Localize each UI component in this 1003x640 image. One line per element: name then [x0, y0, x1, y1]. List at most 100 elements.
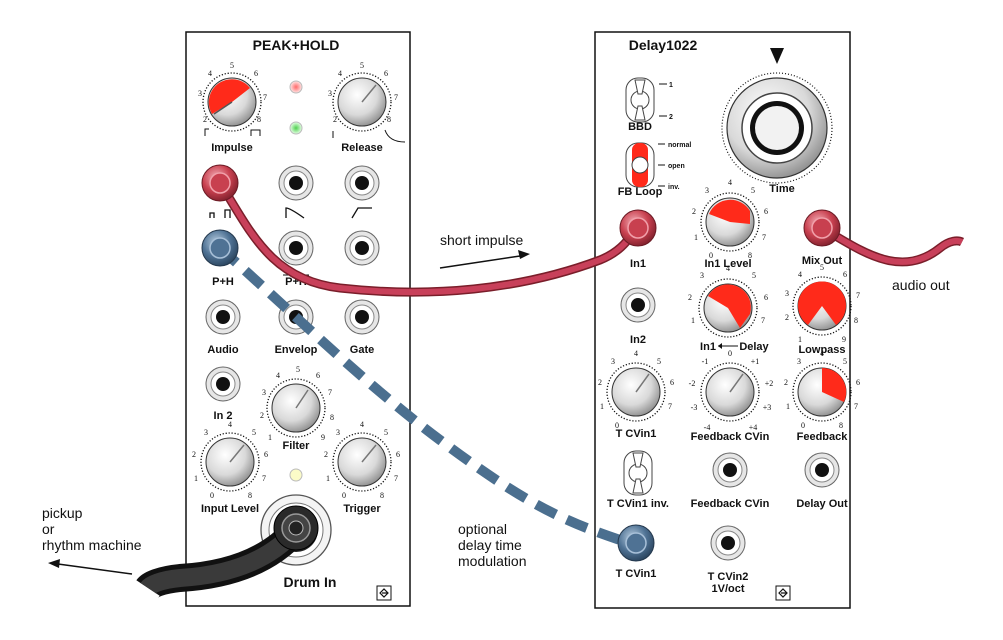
peak-hold-title: PEAK+HOLD [253, 37, 340, 53]
feedback-cvin-jack[interactable] [712, 452, 748, 488]
tick-label: 5 [843, 357, 847, 366]
tick-label: +4 [749, 423, 758, 432]
tick-label: 7 [761, 316, 765, 325]
tick-label: -1 [702, 357, 709, 366]
right-arrow-icon [518, 250, 530, 259]
tcvin2-jack[interactable] [710, 525, 746, 561]
jack[interactable] [278, 230, 314, 266]
tick-label: -2 [689, 379, 696, 388]
tcvin1-knob-label: T CVin1 [616, 428, 657, 440]
audio-label: Audio [207, 344, 238, 356]
jack[interactable] [344, 165, 380, 201]
release-label: Release [341, 142, 383, 154]
envelop-label: Envelop [275, 344, 318, 356]
tick-label: 5 [296, 365, 300, 374]
ph-label: P+H [212, 276, 234, 288]
bbd-opt-2: 2 [669, 114, 673, 121]
red-audio-cable [217, 181, 639, 296]
tick-label: 6 [316, 371, 320, 380]
tick-label: 8 [380, 491, 384, 500]
delay-title: Delay1022 [629, 37, 698, 53]
gate-jack[interactable] [344, 299, 380, 335]
bbd-switch[interactable] [625, 77, 655, 123]
filter-knob-ticks: 1 2 3 4 5 6 7 8 9 [260, 365, 334, 442]
input-level-knob[interactable] [200, 432, 260, 492]
fb-loop-label: FB Loop [618, 186, 663, 198]
in1-level-knob[interactable] [700, 192, 760, 252]
input-level-ticks: 0 1 2 3 4 5 6 7 8 [192, 420, 268, 500]
time-knob[interactable] [721, 72, 833, 184]
tick-label: 4 [208, 69, 212, 78]
tick-label: 2 [260, 411, 264, 420]
tcvin1-inv-switch[interactable] [623, 450, 653, 496]
tick-label: 4 [820, 349, 824, 358]
audio-jack[interactable] [205, 299, 241, 335]
jack[interactable] [278, 165, 314, 201]
delay-word-label: Delay [739, 341, 769, 353]
release-knob[interactable] [332, 72, 392, 132]
tick-label: 7 [328, 388, 332, 397]
tick-label: 3 [262, 388, 266, 397]
delay-out-jack[interactable] [804, 452, 840, 488]
tcvin1-knob[interactable] [606, 362, 666, 422]
tick-label: 8 [248, 491, 252, 500]
impulse-knob[interactable] [202, 72, 262, 132]
left-arrow-icon [48, 559, 60, 568]
tick-label: 4 [360, 420, 364, 429]
red-plug-mix-out[interactable] [803, 209, 841, 247]
in1-level-label: In1 Level [704, 258, 751, 270]
trigger-knob[interactable] [332, 432, 392, 492]
tick-label: 0 [709, 251, 713, 260]
tick-label: 6 [843, 270, 847, 279]
tick-label: 6 [764, 293, 768, 302]
in2-jack[interactable] [205, 366, 241, 402]
tick-label: 2 [333, 115, 337, 124]
fb-loop-switch[interactable] [625, 142, 655, 188]
feedback-cvin-knob[interactable] [700, 362, 760, 422]
jack-row-1 [278, 165, 380, 201]
fb-opt-inv: inv. [668, 184, 680, 191]
tick-label: 6 [384, 69, 388, 78]
tcvin1-jack-label: T CVin1 [616, 568, 657, 580]
long-pulse-icon [250, 129, 261, 136]
tick-label: 2 [688, 293, 692, 302]
filter-knob[interactable] [266, 378, 326, 438]
black-plug-drum[interactable] [273, 505, 319, 551]
trigger-ticks: 0 1 2 3 4 5 6 7 8 [324, 420, 400, 500]
arrow-line [57, 563, 133, 575]
tick-label: 5 [384, 428, 388, 437]
short-pulse-icon [204, 128, 209, 136]
jack[interactable] [344, 230, 380, 266]
tick-label: 1 [691, 316, 695, 325]
time-pointer-icon [770, 48, 784, 64]
feedback-knob[interactable] [792, 362, 852, 422]
in1-delay-knob[interactable] [698, 278, 758, 338]
tick-label: 3 [204, 428, 208, 437]
red-plug-impulse[interactable] [201, 164, 239, 202]
blue-plug-ph[interactable] [201, 229, 239, 267]
release-knob-ticks: 2 3 4 5 6 7 8 [328, 61, 398, 124]
tick-label: 2 [598, 378, 602, 387]
tick-label: 8 [257, 115, 261, 124]
tick-label: 7 [856, 291, 860, 300]
feedback-cvin-ticks: -4 -3 -2 -1 0 +1 +2 +3 +4 [689, 349, 774, 432]
tick-label: 3 [198, 89, 202, 98]
manufacturer-logo [376, 585, 392, 601]
red-plug-in1[interactable] [619, 209, 657, 247]
tick-label: 7 [262, 474, 266, 483]
in2-jack[interactable] [620, 287, 656, 323]
optional-annotation-line3: modulation [458, 553, 527, 569]
tick-label: 8 [854, 316, 858, 325]
tick-label: 9 [842, 335, 846, 344]
blue-plug-tcvin1[interactable] [617, 524, 655, 562]
tick-label: 1 [600, 402, 604, 411]
feedback-cvin-knob-label: Feedback CVin [691, 431, 770, 443]
tick-label: 6 [856, 378, 860, 387]
in1-level-ticks: 0 1 2 3 4 5 6 7 8 [692, 178, 768, 260]
tick-label: 2 [692, 207, 696, 216]
tick-label: 2 [203, 115, 207, 124]
envelope-ramp-icon [351, 207, 372, 219]
tick-label: +1 [751, 357, 760, 366]
pickup-annotation-line2: or [42, 521, 55, 537]
lowpass-knob[interactable] [792, 276, 852, 336]
